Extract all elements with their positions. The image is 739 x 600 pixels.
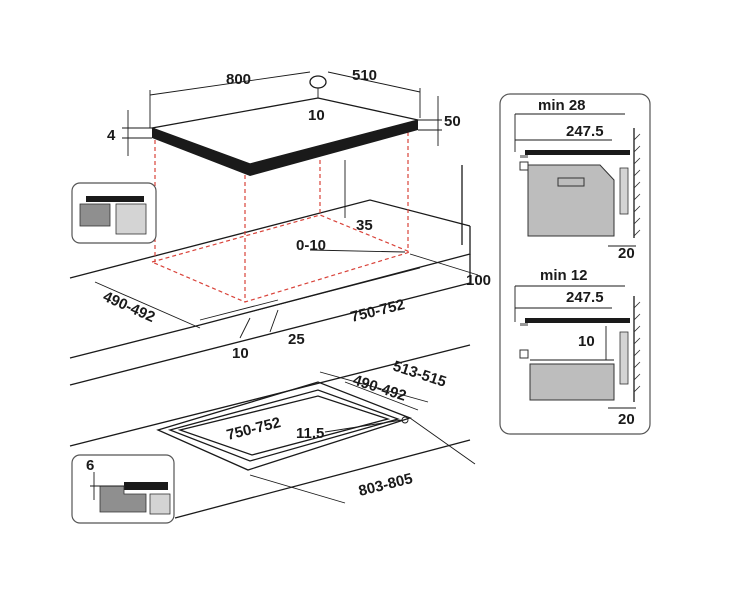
drawer-gap-label: 247.5 [566, 289, 604, 306]
cutout-depth-label: 490-492 [100, 288, 157, 326]
hob-section-inset [71, 182, 157, 244]
thickness-label: 4 [107, 127, 116, 144]
cutout-width-label: 750-752 [349, 296, 407, 326]
side-clearance-label: 100 [466, 272, 491, 289]
depth-label: 510 [352, 67, 377, 84]
outer-width-label: 803-805 [357, 470, 415, 500]
radius-label: 11.5 [296, 425, 324, 442]
front-gap-label: 25 [288, 331, 305, 348]
tolerance-label: 0-10 [296, 237, 326, 254]
center-mark-icon [309, 75, 327, 89]
drawer-wall-label: 20 [618, 411, 635, 428]
back-gap-label: 35 [356, 217, 373, 234]
dimension-lines [94, 71, 479, 339]
front-edge-label: 10 [232, 345, 249, 362]
worktop-upper [69, 165, 471, 386]
hob-edge-inset [71, 454, 175, 524]
oven-gap-label: 247.5 [566, 123, 604, 140]
cutout-outline [150, 132, 412, 321]
drawer-section [514, 285, 641, 409]
center-mark-label: 10 [308, 107, 325, 124]
oven-min-label: min 28 [538, 97, 586, 114]
drawer-spacer-label: 10 [578, 333, 595, 350]
worktop-lower [69, 344, 476, 519]
drawer-min-label: min 12 [540, 267, 588, 284]
inner-width-label: 750-752 [225, 414, 283, 444]
glass-height-label: 50 [444, 113, 461, 130]
width-label: 800 [226, 71, 251, 88]
oven-section [514, 113, 641, 247]
oven-wall-label: 20 [618, 245, 635, 262]
hob [149, 75, 419, 176]
recess-label: 6 [86, 457, 94, 474]
